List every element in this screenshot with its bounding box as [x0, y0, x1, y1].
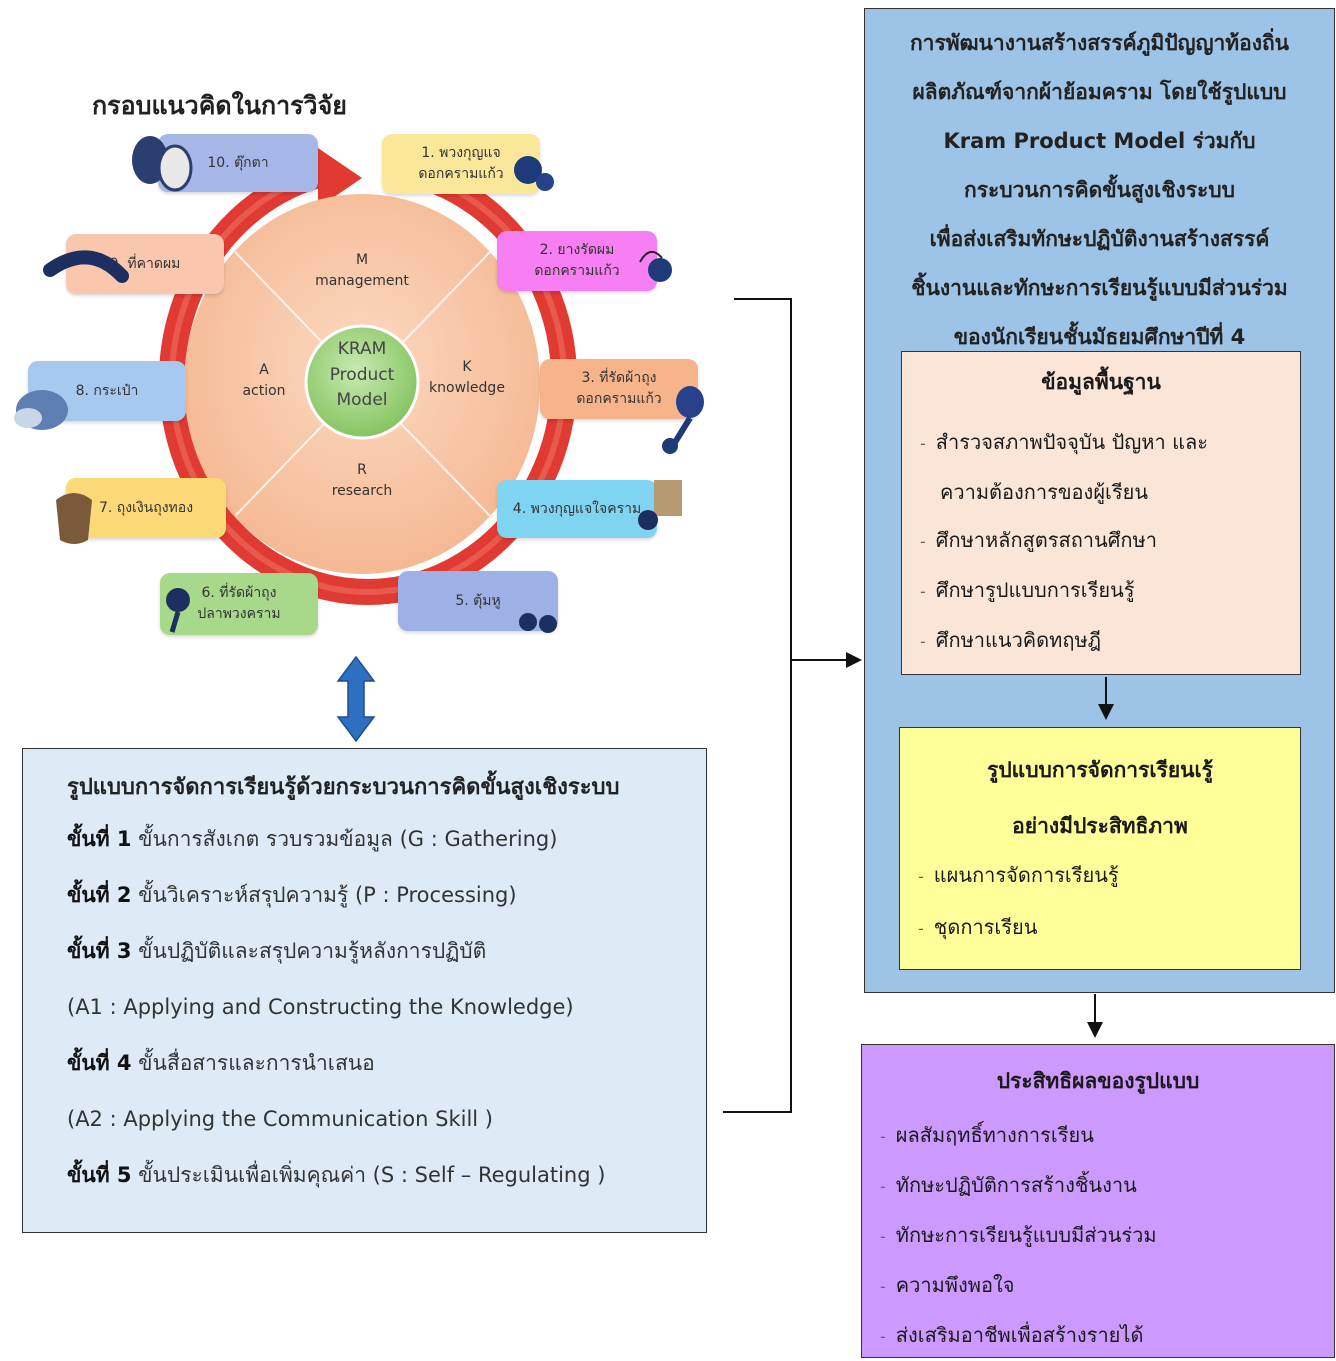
center-label: KRAM Product Model [312, 337, 412, 414]
connector-to-main [790, 659, 848, 661]
pouch-photo-icon [56, 493, 92, 544]
segment-management: M management [315, 252, 409, 289]
segment-action: A action [242, 362, 286, 399]
doll-photo-icon [132, 136, 193, 192]
segment-research: R research [331, 462, 393, 499]
product-item-2: 2. ยางรัดผมดอกครามแก้ว [497, 231, 657, 291]
connector-vertical [790, 298, 792, 1113]
effective-model-item: -แผนการจัดการเรียนรู้ [918, 863, 1119, 887]
effectiveness-item: -ความพึงพอใจ [880, 1273, 1015, 1297]
effectiveness-heading: ประสิทธิผลของรูปแบบ [996, 1069, 1200, 1093]
step-3: ขั้นที่ 3 ขั้นปฏิบัติและสรุปความรู้หลังก… [67, 939, 487, 963]
product-item-6: 6. ที่รัดผ้าถุงปลาพวงคราม [160, 573, 318, 635]
arrow-down-1-line [1105, 677, 1107, 707]
effectiveness-list: -ผลสัมฤทธิ์ทางการเรียน -ทักษะปฏิบัติการส… [880, 1111, 1157, 1361]
arrow-down-icon [1098, 704, 1114, 720]
step-4-detail: (A2 : Applying the Communication Skill ) [67, 1107, 493, 1131]
step-1: ขั้นที่ 1 ขั้นการสังเกต รวบรวมข้อมูล (G … [67, 827, 558, 851]
effectiveness-item: -ผลสัมฤทธิ์ทางการเรียน [880, 1123, 1094, 1147]
fish-tie-photo-icon [166, 588, 190, 633]
product-photos [14, 136, 704, 633]
center-line-3: Model [336, 390, 388, 410]
basic-info-item: -ศึกษารูปแบบการเรียนรู้ [920, 578, 1135, 602]
effectiveness-item: -ทักษะปฏิบัติการสร้างชิ้นงาน [880, 1173, 1137, 1197]
learning-model-heading: รูปแบบการจัดการเรียนรู้ด้วยกระบวนการคิดข… [67, 775, 620, 800]
arrow-down-2-line [1094, 994, 1096, 1024]
segment-knowledge: K knowledge [429, 359, 505, 396]
ring-arrowhead [318, 148, 362, 208]
basic-info-item: -ศึกษาหลักสูตรสถานศึกษา [920, 528, 1157, 552]
basic-info-item: ความต้องการของผู้เรียน [940, 480, 1149, 504]
basic-info-heading: ข้อมูลพื้นฐาน [1041, 370, 1161, 394]
learning-model-box: รูปแบบการจัดการเรียนรู้ด้วยกระบวนการคิดข… [22, 748, 707, 1233]
kram-wheel [159, 148, 578, 605]
keychain-photo-icon [514, 156, 554, 191]
earring-photo-icon [519, 613, 557, 633]
connector-bottom [723, 1111, 792, 1113]
effectiveness-box: ประสิทธิผลของรูปแบบ -ผลสัมฤทธิ์ทางการเรี… [861, 1044, 1335, 1358]
learning-steps: ขั้นที่ 1 ขั้นการสังเกต รวบรวมข้อมูล (G … [67, 811, 605, 1203]
step-2: ขั้นที่ 2 ขั้นวิเคราะห์สรุปความรู้ (P : … [67, 883, 517, 907]
basic-info-item: -ศึกษาแนวคิดทฤษฎี [920, 628, 1102, 652]
bag-photo-icon [14, 390, 68, 430]
effective-model-box: รูปแบบการจัดการเรียนเรู้ อย่างมีประสิทธิ… [899, 727, 1301, 970]
double-arrow-icon [336, 655, 376, 743]
step-3-detail: (A1 : Applying and Constructing the Know… [67, 995, 574, 1019]
diagram-title: กรอบแนวคิดในการวิจัย [92, 91, 347, 120]
center-line-1: KRAM [337, 339, 387, 359]
headband-photo-icon [43, 250, 129, 283]
effective-model-heading: รูปแบบการจัดการเรียนเรู้ อย่างมีประสิทธิ… [987, 758, 1213, 838]
product-item-1: 1. พวงกุญแจดอกครามแก้ว [382, 134, 540, 194]
product-item-3: 3. ที่รัดผ้าถุงดอกครามแก้ว [540, 359, 698, 419]
main-title: การพัฒนางานสร้างสรรค์ภูมิปัญญาท้องถิ่น ผ… [909, 31, 1290, 349]
connector-top [734, 298, 792, 300]
arrow-right-icon [846, 652, 862, 668]
effectiveness-item: -ทักษะการเรียนรู้แบบมีส่วนร่วม [880, 1223, 1157, 1247]
effectiveness-item: -ส่งเสริมอาชีพเพื่อสร้างรายได้ [880, 1323, 1144, 1347]
step-4: ขั้นที่ 4 ขั้นสื่อสารและการนำเสนอ [67, 1051, 375, 1075]
basic-info-list: -สำรวจสภาพปัจจุบัน ปัญหา และ ความต้องการ… [920, 418, 1290, 666]
center-circle [304, 324, 420, 440]
basic-info-item: -สำรวจสภาพปัจจุบัน ปัญหา และ [920, 430, 1208, 454]
product-item-4: 4. พวงกุญแจใจคราม [497, 480, 657, 538]
wrap-tie-photo-icon [662, 386, 704, 454]
hairtie-photo-icon [639, 251, 672, 282]
product-item-7: 7. ถุงเงินถุงทอง [66, 478, 226, 538]
heart-keychain-photo-icon [638, 480, 682, 530]
arrow-down-icon [1087, 1022, 1103, 1038]
effective-model-item: -ชุดการเรียน [918, 915, 1038, 939]
center-line-2: Product [329, 364, 395, 385]
basic-info-box: ข้อมูลพื้นฐาน -สำรวจสภาพปัจจุบัน ปัญหา แ… [901, 351, 1301, 675]
step-5: ขั้นที่ 5 ขั้นประเมินเพื่อเพิ่มคุณค่า (S… [67, 1163, 606, 1187]
effective-model-list: -แผนการจัดการเรียนรู้ -ชุดการเรียน [918, 850, 1119, 954]
